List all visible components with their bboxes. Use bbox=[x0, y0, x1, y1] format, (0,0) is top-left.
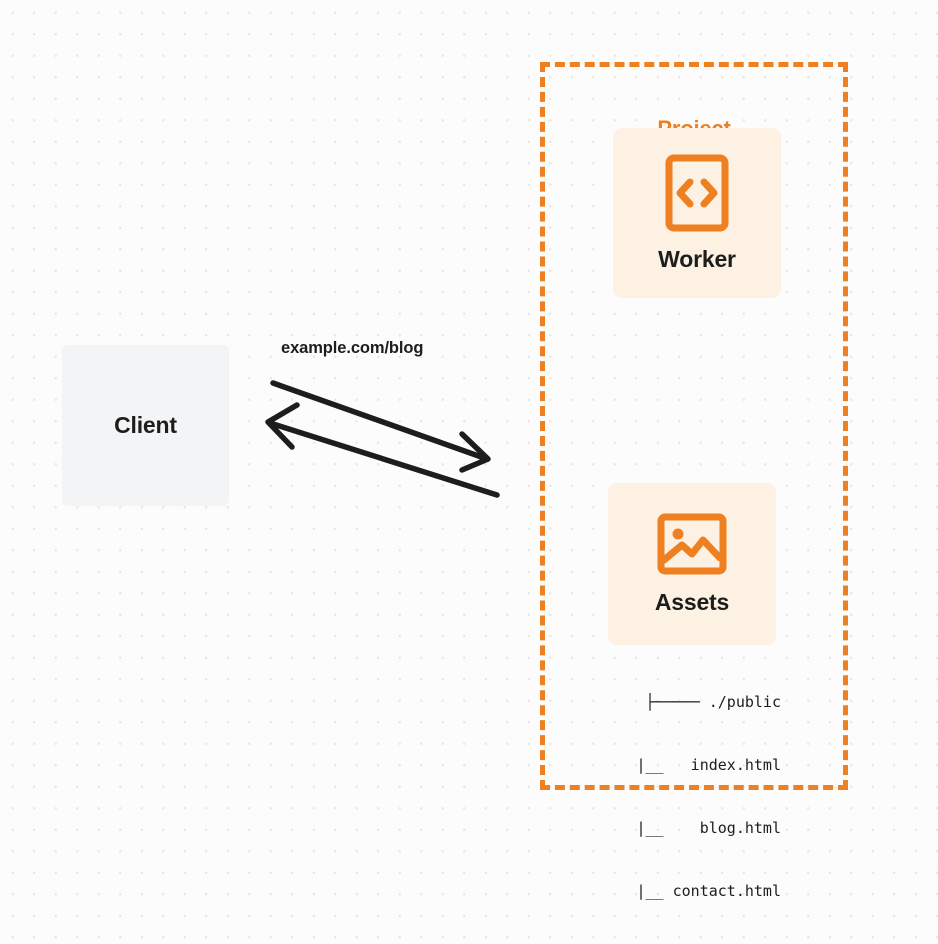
tree-row: |__ index.html bbox=[600, 756, 781, 774]
worker-label: Worker bbox=[658, 245, 736, 272]
request-arrow bbox=[270, 380, 491, 473]
tree-row: |__ contact.html bbox=[600, 882, 781, 900]
response-arrow bbox=[265, 402, 500, 498]
client-label: Client bbox=[114, 412, 177, 438]
request-url-label: example.com/blog bbox=[281, 339, 424, 357]
tree-row: |__ blog.html bbox=[600, 819, 781, 837]
assets-label: Assets bbox=[654, 588, 730, 615]
worker-card[interactable]: Worker bbox=[613, 128, 781, 298]
diagram-canvas: Client example.com/blog Project Worker bbox=[62, 62, 848, 900]
tree-row: ├───── ./public bbox=[645, 693, 781, 711]
assets-card[interactable]: Assets bbox=[608, 483, 776, 645]
code-file-icon bbox=[665, 154, 729, 232]
asset-file-tree: ├───── ./public |__ index.html |__ blog.… bbox=[560, 650, 781, 944]
image-icon bbox=[657, 513, 727, 575]
client-node[interactable]: Client bbox=[62, 345, 229, 506]
